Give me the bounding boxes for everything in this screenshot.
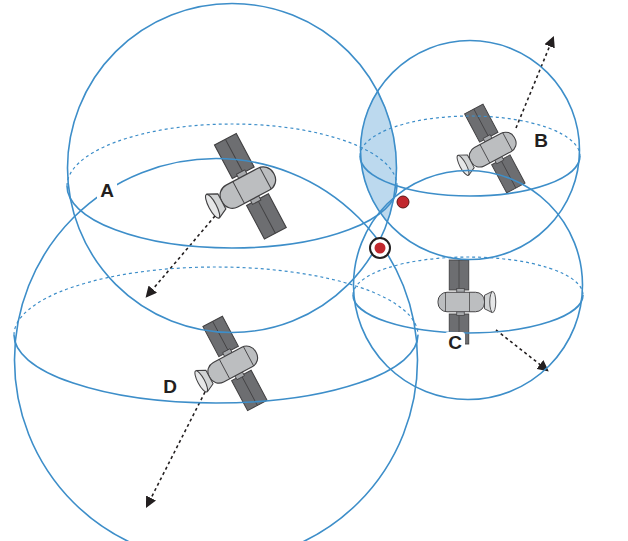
range-sphere: C [353, 170, 583, 400]
satellite [184, 127, 299, 255]
sphere-circle [68, 4, 397, 333]
equator-front [353, 295, 583, 333]
sphere-outline [14, 158, 418, 541]
range-arrow [147, 216, 215, 296]
position-dot [375, 243, 386, 254]
intersection-lens [360, 40, 580, 260]
sphere-circle [354, 171, 583, 400]
satellite-label: C [445, 332, 465, 353]
equator-back [353, 257, 583, 295]
equator-front [14, 335, 418, 403]
satellite-label: A [97, 180, 117, 201]
range-sphere: D [14, 158, 418, 541]
sphere-outline [353, 170, 583, 400]
ambiguous-dot [397, 196, 409, 208]
range-sphere: A [67, 3, 397, 333]
range-arrow [147, 392, 205, 506]
range-arrow [496, 330, 547, 370]
equator-back [360, 116, 580, 156]
range-sphere: B [360, 40, 580, 260]
sphere-outline [67, 3, 397, 333]
satellite-label: B [531, 130, 551, 151]
equator-back [14, 267, 418, 335]
range-arrow [516, 38, 553, 128]
equator-back [67, 124, 397, 186]
sphere-circle [15, 159, 418, 541]
satellite-label: D [160, 376, 180, 397]
position-ring [370, 238, 390, 258]
equator-front [360, 156, 580, 196]
sphere-circle [361, 41, 580, 260]
